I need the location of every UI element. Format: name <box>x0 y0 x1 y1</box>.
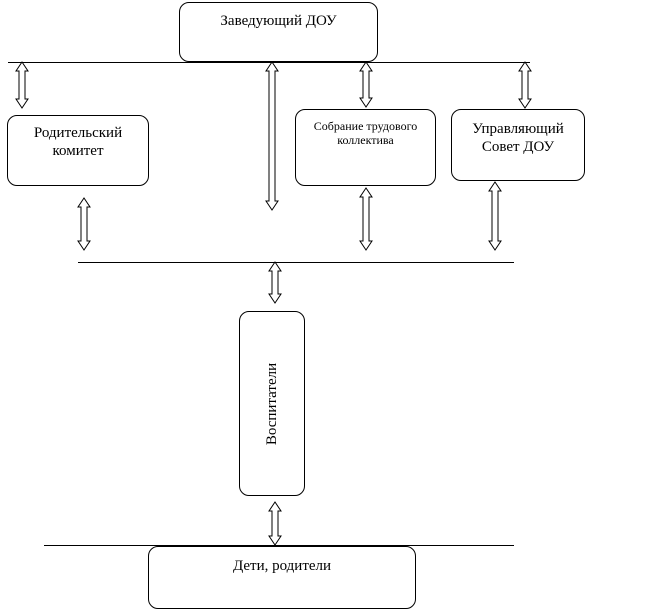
arrow-staff-meeting-to-line <box>359 187 373 251</box>
arrow-line-to-teachers <box>268 261 282 304</box>
arrow-managing-council-to-line <box>488 181 502 251</box>
arrow-head-to-managing-council <box>518 61 532 109</box>
children-parents-label: Дети, родители <box>232 558 332 574</box>
parents-committee-label: Родительский комитет <box>33 125 123 159</box>
children-parents-node: Дети, родители <box>148 546 416 609</box>
staff-meeting-label: Собрание трудового коллектива <box>313 119 418 148</box>
arrow-teachers-to-children <box>268 501 282 546</box>
managing-council-label: Управляющий Совет ДОУ <box>472 121 564 155</box>
arrow-parents-committee-to-line <box>77 197 91 251</box>
arrow-head-to-middle-line <box>265 61 279 211</box>
staff-meeting-node: Собрание трудового коллектива <box>295 109 436 186</box>
arrow-head-to-parents-committee <box>15 61 29 109</box>
arrow-head-to-staff-meeting <box>359 61 373 108</box>
managing-council-node: Управляющий Совет ДОУ <box>451 109 585 181</box>
teachers-node: Воспитатели <box>239 311 305 496</box>
head-label: Заведующий ДОУ <box>220 13 337 29</box>
teachers-label: Воспитатели <box>264 362 281 445</box>
parents-committee-node: Родительский комитет <box>7 115 149 186</box>
head-node: Заведующий ДОУ <box>179 2 378 62</box>
